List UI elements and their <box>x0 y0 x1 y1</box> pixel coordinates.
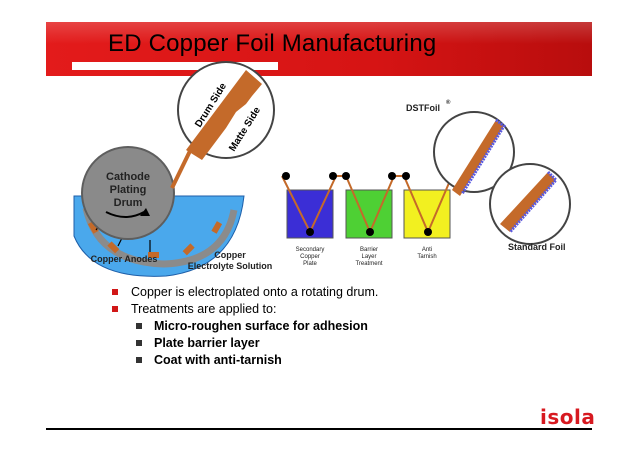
sub-bullet-marker <box>136 356 142 363</box>
tank-label-1-3: Plate <box>303 261 317 267</box>
bullet-list: Copper is electroplated onto a rotating … <box>112 283 532 368</box>
standard-foil-label: Standard Foil <box>508 242 566 252</box>
tank-label-2-1: Barrier <box>360 247 378 253</box>
rotation-arrow <box>105 211 145 218</box>
sub-bullet-item: Plate barrier layer <box>136 334 532 351</box>
sub-bullet-marker <box>136 322 142 329</box>
title-banner-shine <box>46 22 592 44</box>
bullet-text: Treatments are applied to: <box>131 301 277 316</box>
electrolyte-label-1: Copper <box>214 250 246 260</box>
sub-bullet-marker <box>136 339 142 346</box>
tank-label-1-1: Secondary <box>296 247 325 253</box>
dstfoil-treatment <box>460 118 506 195</box>
standard-foil-treatment <box>508 170 559 233</box>
title-underbar <box>72 62 278 70</box>
dstfoil-layers <box>452 120 504 196</box>
dstfoil-mark: ® <box>446 99 451 106</box>
bullet-marker <box>112 288 118 295</box>
sub-bullet-item: Micro-roughen surface for adhesion <box>136 317 532 334</box>
dstfoil-label: DSTFoil <box>406 103 440 113</box>
cathode-label-3: Drum <box>114 197 143 209</box>
copper-anode-blocks <box>87 221 223 258</box>
cathode-label-1: Cathode <box>106 171 150 183</box>
standard-foil-layers <box>500 172 556 232</box>
bullet-marker <box>112 305 118 312</box>
bullet-item: Copper is electroplated onto a rotating … <box>112 283 532 300</box>
cathode-label-2: Plating <box>110 184 147 196</box>
isola-logo: isola <box>540 405 596 429</box>
foil-cross-section <box>186 70 262 160</box>
rotation-arrowhead <box>140 208 150 216</box>
bullet-item: Treatments are applied to: <box>112 300 532 317</box>
slide-title: ED Copper Foil Manufacturing <box>108 30 437 57</box>
cathode-drum <box>81 146 175 240</box>
electrolyte-label-2: Electrolyte Solution <box>188 261 273 271</box>
sub-bullet-text: Micro-roughen surface for adhesion <box>154 318 368 333</box>
copper-anodes-label: Copper Anodes <box>91 254 158 264</box>
sub-bullet-text: Coat with anti-tarnish <box>154 352 282 367</box>
footer-rule <box>46 428 592 430</box>
tank-label-1-2: Copper <box>300 254 320 260</box>
sub-bullet-item: Coat with anti-tarnish <box>136 351 532 368</box>
tank-label-2-2: Layer <box>361 254 376 260</box>
bullet-text: Copper is electroplated onto a rotating … <box>131 284 379 299</box>
sub-bullet-text: Plate barrier layer <box>154 335 260 350</box>
tank-label-3-1: Anti <box>422 247 432 253</box>
anode-ring <box>82 207 238 268</box>
tank-label-3-2: Tarnish <box>417 254 436 260</box>
tank-label-2-3: Treatment <box>355 261 382 267</box>
